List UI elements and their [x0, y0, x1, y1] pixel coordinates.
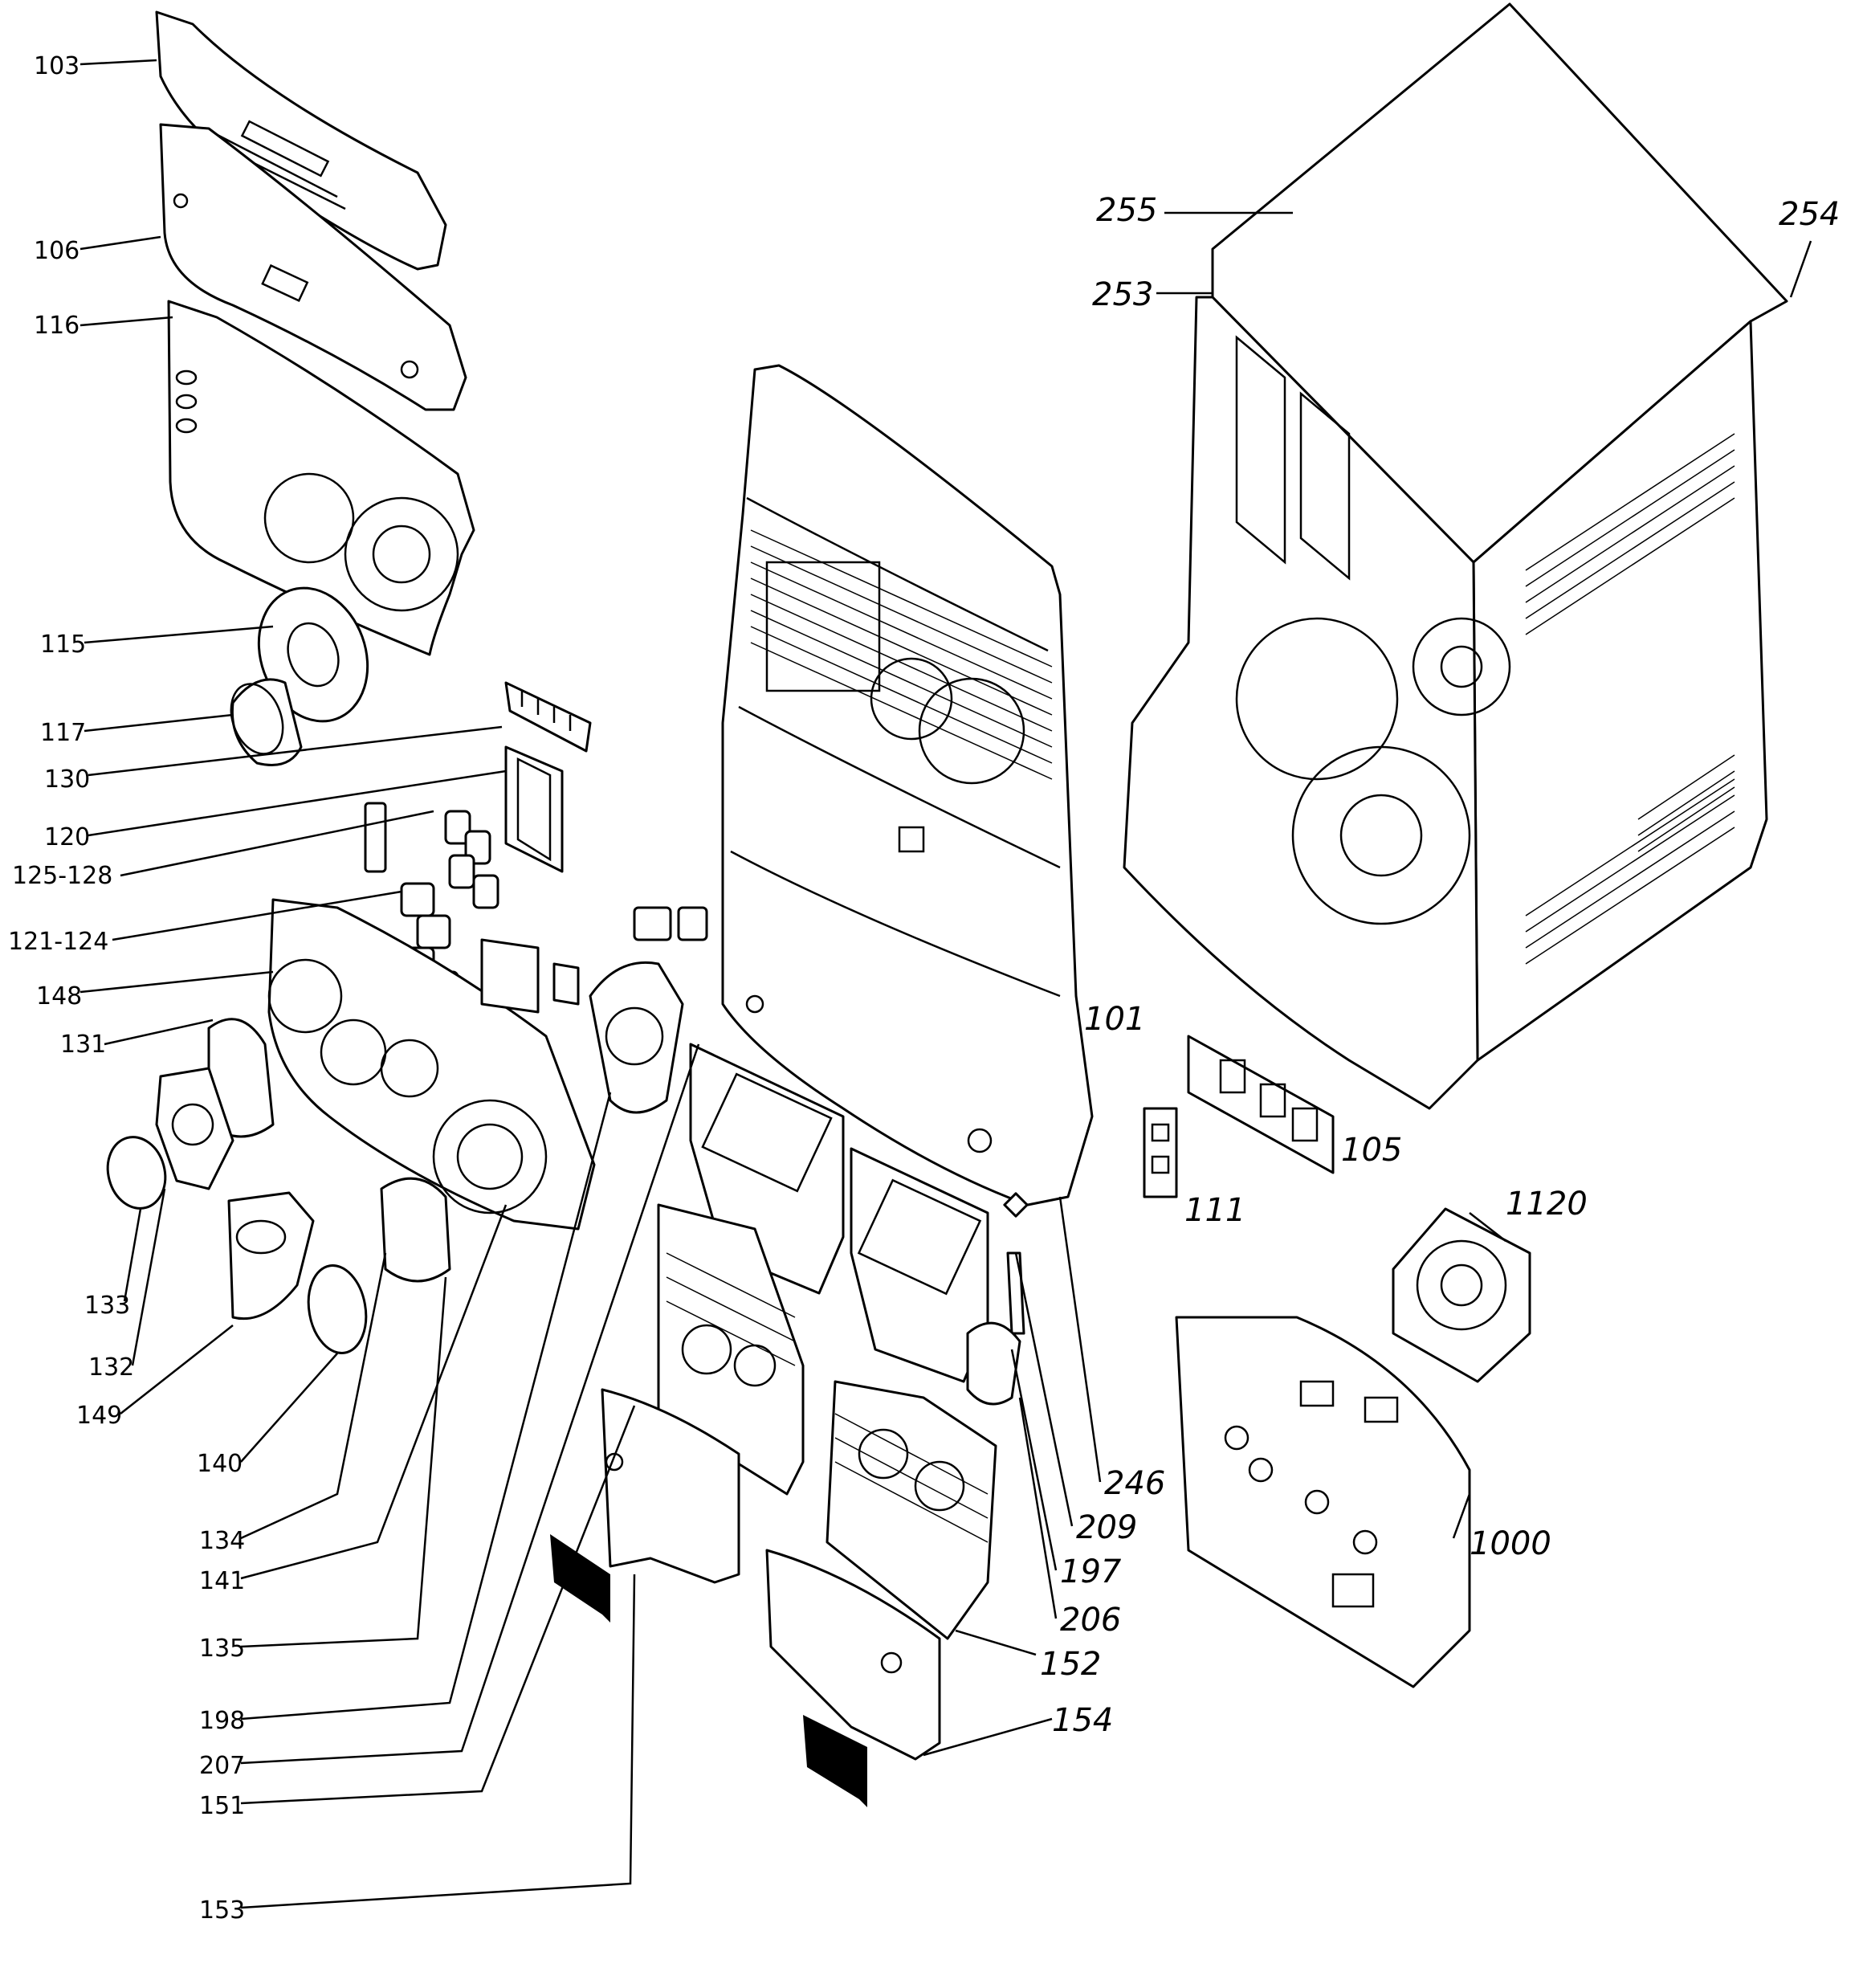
label-132: 132	[88, 1353, 134, 1382]
ring-135	[380, 1177, 451, 1283]
label-103: 103	[34, 52, 79, 80]
label-133: 133	[84, 1292, 130, 1320]
label-134: 134	[199, 1527, 245, 1555]
hatch-marks	[550, 1534, 867, 1807]
label-154: 154	[1052, 1702, 1113, 1739]
small-bracket-parts	[966, 1192, 1029, 1406]
label-116: 116	[34, 312, 79, 340]
label-206: 206	[1060, 1602, 1121, 1639]
label-117: 117	[40, 719, 86, 747]
label-111: 111	[1184, 1192, 1245, 1229]
deck-grille-right	[826, 1380, 997, 1640]
label-120: 120	[44, 823, 90, 851]
label-151: 151	[199, 1792, 245, 1820]
deck-grille-left	[657, 1203, 805, 1496]
label-209: 209	[1076, 1509, 1137, 1546]
label-131: 131	[60, 1031, 106, 1059]
fan-1120	[1392, 1207, 1531, 1383]
cassette-door-149	[227, 1191, 315, 1321]
control-panel-cover	[167, 300, 475, 656]
main-circuit-board	[1175, 1316, 1471, 1688]
label-101: 101	[1084, 1001, 1145, 1038]
gear-assembly	[155, 1067, 234, 1190]
main-front-cabinet	[721, 364, 1094, 1206]
label-106: 106	[34, 237, 79, 265]
label-141: 141	[199, 1567, 245, 1595]
button-strip	[504, 681, 592, 753]
label-198: 198	[199, 1707, 245, 1735]
label-207: 207	[199, 1752, 245, 1780]
label-135: 135	[199, 1635, 245, 1663]
switch-board-105	[1187, 1035, 1335, 1174]
cabinet-housing	[1123, 2, 1788, 1110]
round-knob-133	[106, 1136, 167, 1210]
label-140: 140	[197, 1450, 243, 1478]
label-197: 197	[1060, 1553, 1122, 1590]
label-246: 246	[1104, 1465, 1165, 1502]
small-buttons	[364, 802, 499, 909]
part-labels: 103 106 116 115 117 130 120 125-128 121-…	[8, 52, 1840, 1925]
label-153: 153	[199, 1896, 245, 1925]
volume-knob	[230, 678, 303, 766]
label-125-128: 125-128	[12, 862, 112, 890]
label-253: 253	[1092, 276, 1153, 313]
label-149: 149	[76, 1402, 122, 1430]
label-130: 130	[44, 765, 90, 794]
label-115: 115	[40, 631, 86, 659]
cassette-deck-right	[850, 1147, 989, 1383]
deck-cover-left	[601, 1388, 740, 1584]
lower-front-panel	[267, 898, 596, 1231]
knob-140	[307, 1263, 368, 1355]
label-1000: 1000	[1470, 1525, 1551, 1562]
leader-lines	[79, 59, 1812, 1909]
deck-cover-right	[765, 1549, 941, 1761]
connector-111	[1143, 1107, 1178, 1198]
small-mech-parts	[480, 906, 708, 1014]
label-148: 148	[36, 982, 82, 1010]
button-frame	[504, 745, 564, 873]
label-1120: 1120	[1506, 1186, 1588, 1223]
label-105: 105	[1341, 1132, 1402, 1169]
label-254: 254	[1779, 196, 1840, 233]
cassette-mech-left	[589, 961, 684, 1114]
front-bezel-panel	[159, 123, 467, 411]
label-152: 152	[1040, 1646, 1101, 1683]
label-255: 255	[1096, 192, 1157, 229]
label-121-124: 121-124	[8, 928, 108, 956]
